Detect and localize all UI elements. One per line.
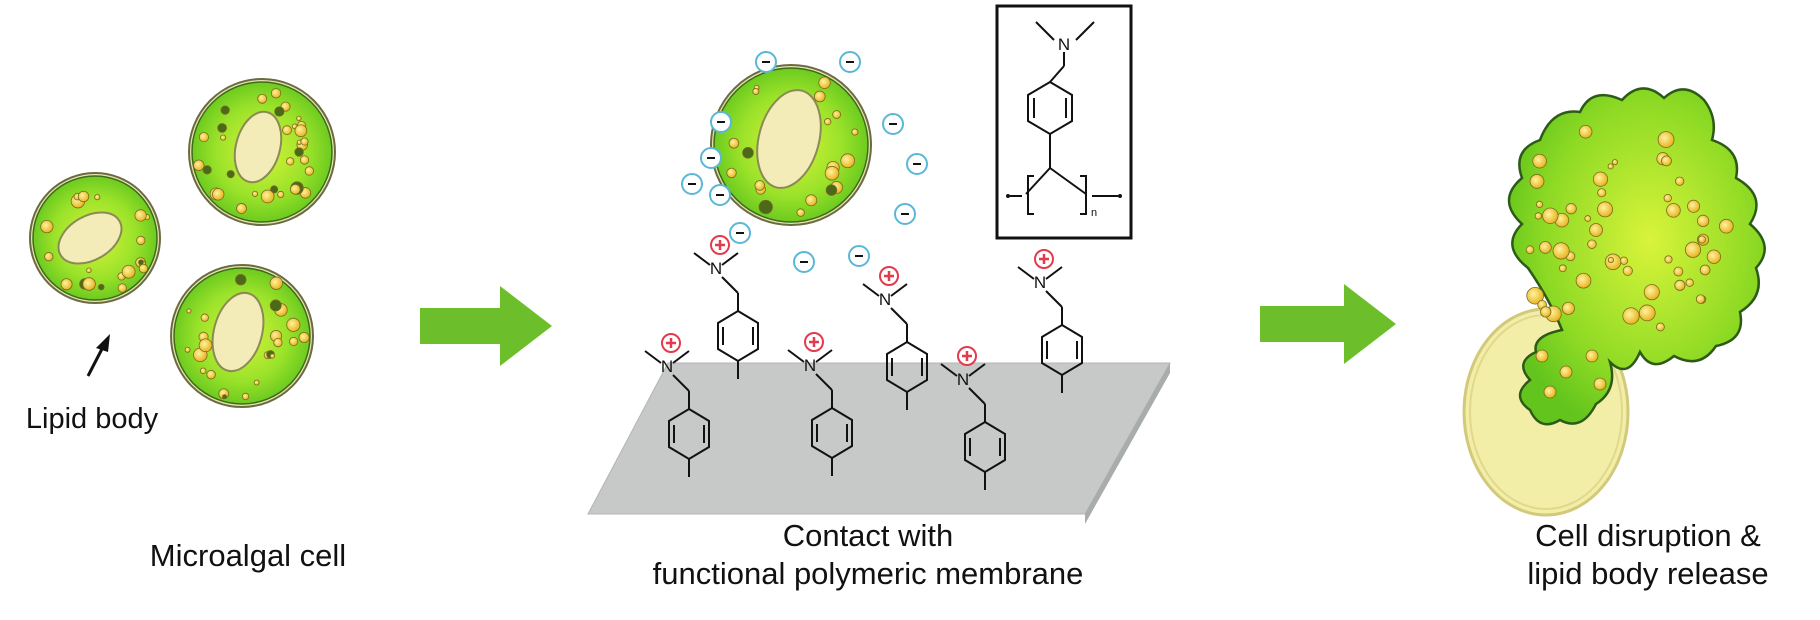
polymer-structure-icon: N n (995, 4, 1133, 240)
svg-text:N: N (661, 357, 673, 376)
ammonium-chain-icon: N (693, 235, 759, 379)
negative-charge-icon (906, 153, 928, 175)
middle-caption-line1: Contact with (783, 518, 954, 553)
negative-charge-icon (755, 51, 777, 73)
svg-text:N: N (1034, 273, 1046, 292)
svg-text:N: N (879, 290, 891, 309)
ruptured-cell-icon (1462, 87, 1766, 517)
right-caption-line1: Cell disruption & (1535, 518, 1761, 553)
ammonium-chain-icon: N (862, 266, 928, 410)
negative-charge-icon (700, 147, 722, 169)
microalgal-cell-icon (29, 172, 161, 304)
ammonium-chain-icon: N (787, 332, 853, 476)
right-caption-line2: lipid body release (1527, 556, 1768, 591)
microalgal-cell-icon (188, 78, 336, 226)
released-lipid-bodies (1525, 124, 1734, 399)
microalgal-cell-icon (170, 264, 314, 408)
repeat-index-label: n (1091, 207, 1097, 219)
microalgal-cell-group (29, 78, 336, 408)
negative-charge-icon (710, 111, 732, 133)
svg-text:N: N (804, 356, 816, 375)
structure-nitrogen-label: N (1058, 35, 1070, 54)
process-arrow-icon (420, 286, 552, 366)
process-arrow-icon (1260, 284, 1396, 364)
svg-text:N: N (957, 370, 969, 389)
negative-charge-icon (793, 251, 815, 273)
charged-microalgal-cell-icon (710, 64, 872, 226)
lipid-body-label: Lipid body (26, 403, 159, 435)
negative-charge-icon (894, 203, 916, 225)
negative-charge-icon (848, 245, 870, 267)
left-caption: Microalgal cell (150, 538, 346, 573)
middle-caption-line2: functional polymeric membrane (653, 556, 1084, 591)
ammonium-chain-icon: N (1017, 249, 1083, 393)
svg-text:N: N (710, 259, 722, 278)
quaternary-ammonium-chains: N N N N N N (644, 235, 1083, 490)
negative-charge-icon (681, 173, 703, 195)
negative-charge-cloud (681, 51, 928, 273)
lipid-body-pointer (86, 334, 110, 377)
membrane-surface-icon (587, 362, 1171, 515)
negative-charge-icon (882, 113, 904, 135)
negative-charge-icon (839, 51, 861, 73)
negative-charge-icon (709, 184, 731, 206)
ammonium-chain-icon: N (940, 346, 1006, 490)
negative-charge-icon (729, 222, 751, 244)
ammonium-chain-icon: N (644, 333, 710, 477)
